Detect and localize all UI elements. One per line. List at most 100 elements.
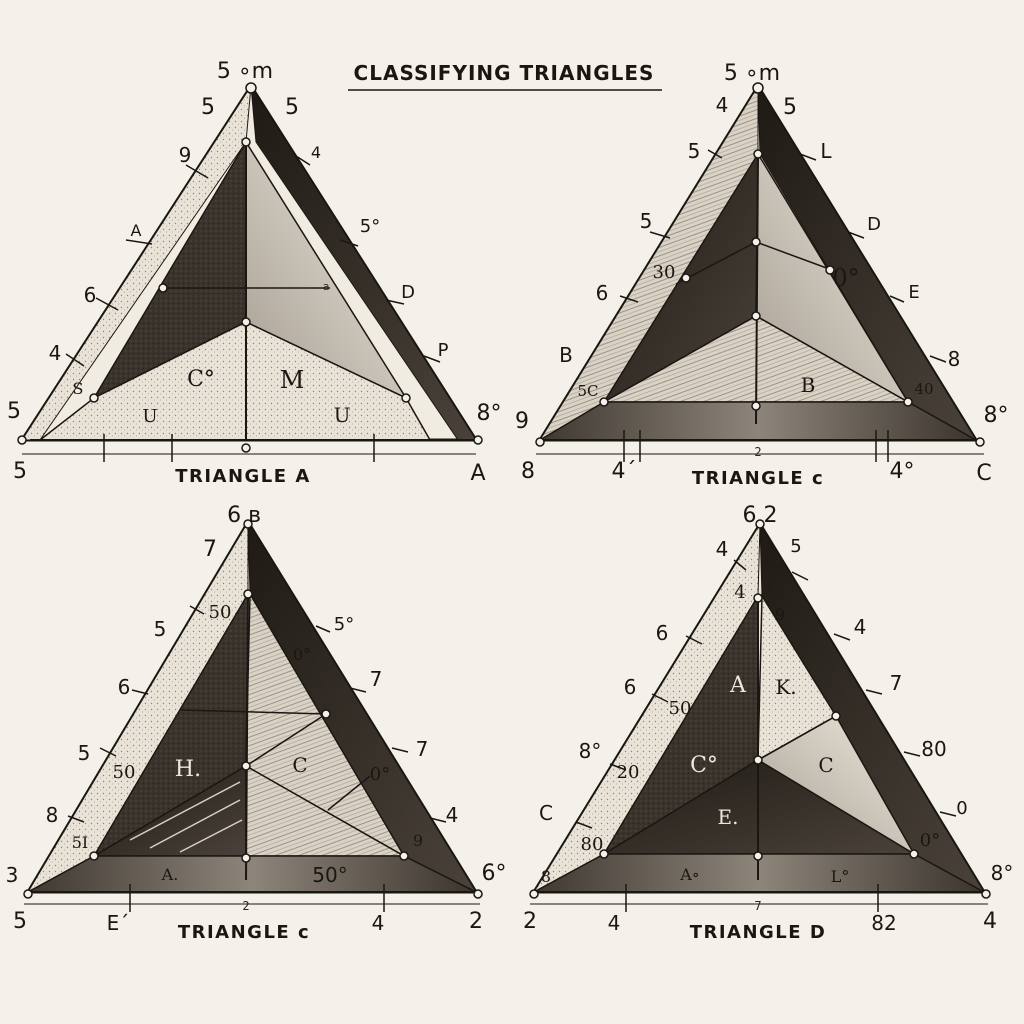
triangle-a-caption: TRIANGLE A bbox=[175, 466, 311, 487]
triangle-d-label: 7 bbox=[890, 671, 903, 695]
triangle-d-label: A∘ bbox=[679, 865, 699, 884]
triangle-d-label: E. bbox=[718, 805, 739, 829]
triangle-d-label: 7 bbox=[754, 899, 761, 913]
triangle-a-label: 4 bbox=[49, 341, 62, 365]
triangle-d-label: 0 bbox=[956, 798, 967, 819]
triangle-d-label: 4 bbox=[734, 582, 745, 603]
triangle-c-top-label: E bbox=[908, 282, 919, 303]
triangle-a-label: 5° bbox=[360, 216, 380, 237]
triangle-c-top-label: 4´ bbox=[612, 459, 637, 484]
triangle-d-label: 80 bbox=[921, 737, 946, 761]
triangle-d-label: 50 bbox=[669, 698, 692, 719]
triangle-d-label: 20 bbox=[617, 762, 640, 783]
triangle-c-bottom-label: 2 bbox=[469, 909, 483, 934]
triangle-d-label: 80 bbox=[581, 834, 604, 855]
triangle-a-label: 8° bbox=[477, 401, 502, 426]
triangle-c-top-label: D bbox=[867, 214, 881, 235]
triangle-a-label: 5 bbox=[7, 399, 21, 424]
triangle-c-top-label: 8 bbox=[521, 459, 535, 484]
triangle-d-label: C bbox=[539, 801, 553, 825]
triangle-d-label: 8° bbox=[991, 861, 1014, 885]
triangle-c-top-label: B bbox=[559, 343, 573, 367]
triangle-c-top-label: 0° bbox=[832, 264, 859, 292]
triangle-a-label: A bbox=[470, 461, 485, 486]
triangle-d-label: 4 bbox=[716, 537, 729, 561]
triangle-c-top-label: 5 bbox=[688, 139, 701, 163]
triangle-c-bottom-label: 50 bbox=[113, 762, 136, 783]
triangle-a-label: U bbox=[142, 406, 157, 427]
triangle-a-label: 5 bbox=[13, 459, 27, 484]
triangle-d-apex-label: 6 2 bbox=[743, 503, 778, 528]
triangle-a-label: S bbox=[73, 379, 84, 398]
triangle-c-bottom-label: 2 bbox=[242, 899, 249, 913]
triangle-d-label: 0° bbox=[920, 830, 940, 851]
triangle-d-label: 6 bbox=[656, 621, 669, 645]
triangle-c-top-label: 8 bbox=[948, 347, 961, 371]
triangle-c-top-label: 9 bbox=[515, 409, 529, 434]
triangle-a-label: 5 bbox=[285, 95, 299, 120]
triangle-a-label: 4 bbox=[311, 143, 321, 162]
triangle-c-top-label: 5 bbox=[640, 209, 653, 233]
triangle-c-bottom-label: 50 bbox=[209, 602, 232, 623]
triangle-c-bottom-label: E´ bbox=[107, 911, 130, 935]
triangle-c-top-label: 4° bbox=[890, 459, 915, 484]
triangle-d: 6 2 4 5 4 6 6 50 8° 20 C 80 4 7 80 0 8° … bbox=[523, 503, 1013, 943]
triangle-c-bottom-label: 3 bbox=[6, 863, 19, 887]
triangle-c-bottom-label: 5 bbox=[154, 617, 167, 641]
triangle-a-label: D bbox=[401, 282, 415, 303]
triangle-c-bottom-label: C bbox=[292, 753, 307, 777]
triangle-c-bottom-label: 8 bbox=[46, 803, 59, 827]
triangle-d-label: C bbox=[818, 753, 833, 777]
triangle-c-top-label: L bbox=[820, 139, 832, 163]
triangle-d-caption: TRIANGLE D bbox=[690, 922, 827, 943]
triangle-c-bottom-label: 6 bbox=[118, 675, 131, 699]
triangle-c-top-label: 6 bbox=[596, 281, 609, 305]
triangle-a-label: a bbox=[323, 280, 330, 293]
triangle-c-top-label: 8° bbox=[984, 403, 1009, 428]
triangle-c-top: 5 ∘m 4 5 5 5 30 6 B 9 L D 0° E 8 8° 8 4´… bbox=[515, 61, 1009, 489]
page-title: CLASSIFYING TRIANGLES bbox=[354, 61, 655, 85]
triangle-d-label: 8 bbox=[541, 867, 551, 886]
triangle-c-top-label: 5 bbox=[783, 95, 797, 120]
triangle-c-bottom: 6 ʙ 7 50 5 6 5 50 8 3 5° 7 7 4 6° 0° 0° … bbox=[6, 503, 507, 943]
triangle-c-bottom-label: 5° bbox=[334, 614, 354, 635]
triangle-c-top-label: 40 bbox=[914, 380, 933, 398]
triangle-d-label: 4 bbox=[608, 911, 621, 935]
triangle-d-label: 8° bbox=[579, 739, 602, 763]
triangle-c-bottom-label: 0° bbox=[293, 645, 311, 664]
triangle-d-label: 4 bbox=[983, 909, 997, 934]
triangle-a: 5 ∘m 5 5 9 A 6 4 5 4 5° D P 8° 5 A C° M … bbox=[7, 59, 502, 487]
triangle-c-bottom-label: A. bbox=[161, 865, 179, 884]
triangle-c-top-label: 30 bbox=[653, 262, 676, 283]
triangle-d-label: A bbox=[729, 673, 747, 698]
triangle-c-bottom-label: 7 bbox=[203, 537, 217, 562]
triangle-c-top-label: B bbox=[801, 373, 816, 397]
triangle-d-label: C° bbox=[690, 753, 718, 778]
triangle-c-top-label: 4 bbox=[716, 93, 729, 117]
triangle-a-label: M bbox=[280, 366, 305, 394]
triangle-d-label: 6 bbox=[624, 675, 637, 699]
triangle-c-top-caption: TRIANGLE c bbox=[692, 468, 824, 489]
triangle-c-bottom-caption: TRIANGLE c bbox=[178, 922, 310, 943]
triangle-c-top-label: 5C bbox=[577, 382, 598, 400]
triangle-c-top-label: C bbox=[976, 461, 991, 486]
triangle-d-label: K. bbox=[775, 675, 796, 699]
triangle-c-bottom-apex-label: 6 ʙ bbox=[227, 503, 261, 528]
triangle-a-label: 9 bbox=[179, 143, 192, 167]
triangle-c-bottom-label: H. bbox=[175, 757, 201, 782]
triangle-a-label: 6 bbox=[84, 283, 97, 307]
triangle-c-bottom-label: 50° bbox=[312, 863, 347, 887]
triangle-c-top-label: 2 bbox=[754, 445, 761, 459]
triangle-d-label: 2 bbox=[523, 909, 537, 934]
triangle-a-label: U bbox=[334, 403, 351, 427]
triangle-a-apex-label: 5 ∘m bbox=[217, 59, 273, 84]
triangle-c-bottom-label: 0° bbox=[370, 764, 390, 785]
triangle-c-bottom-label: 4 bbox=[372, 911, 385, 935]
triangle-c-bottom-label: 5 bbox=[78, 741, 91, 765]
triangle-a-label: 5 bbox=[201, 95, 215, 120]
triangle-c-bottom-label: 4 bbox=[446, 803, 459, 827]
triangle-c-top-apex-label: 5 ∘m bbox=[724, 61, 780, 86]
triangle-c-bottom-label: 7 bbox=[370, 667, 383, 691]
triangle-a-label: P bbox=[438, 340, 449, 361]
